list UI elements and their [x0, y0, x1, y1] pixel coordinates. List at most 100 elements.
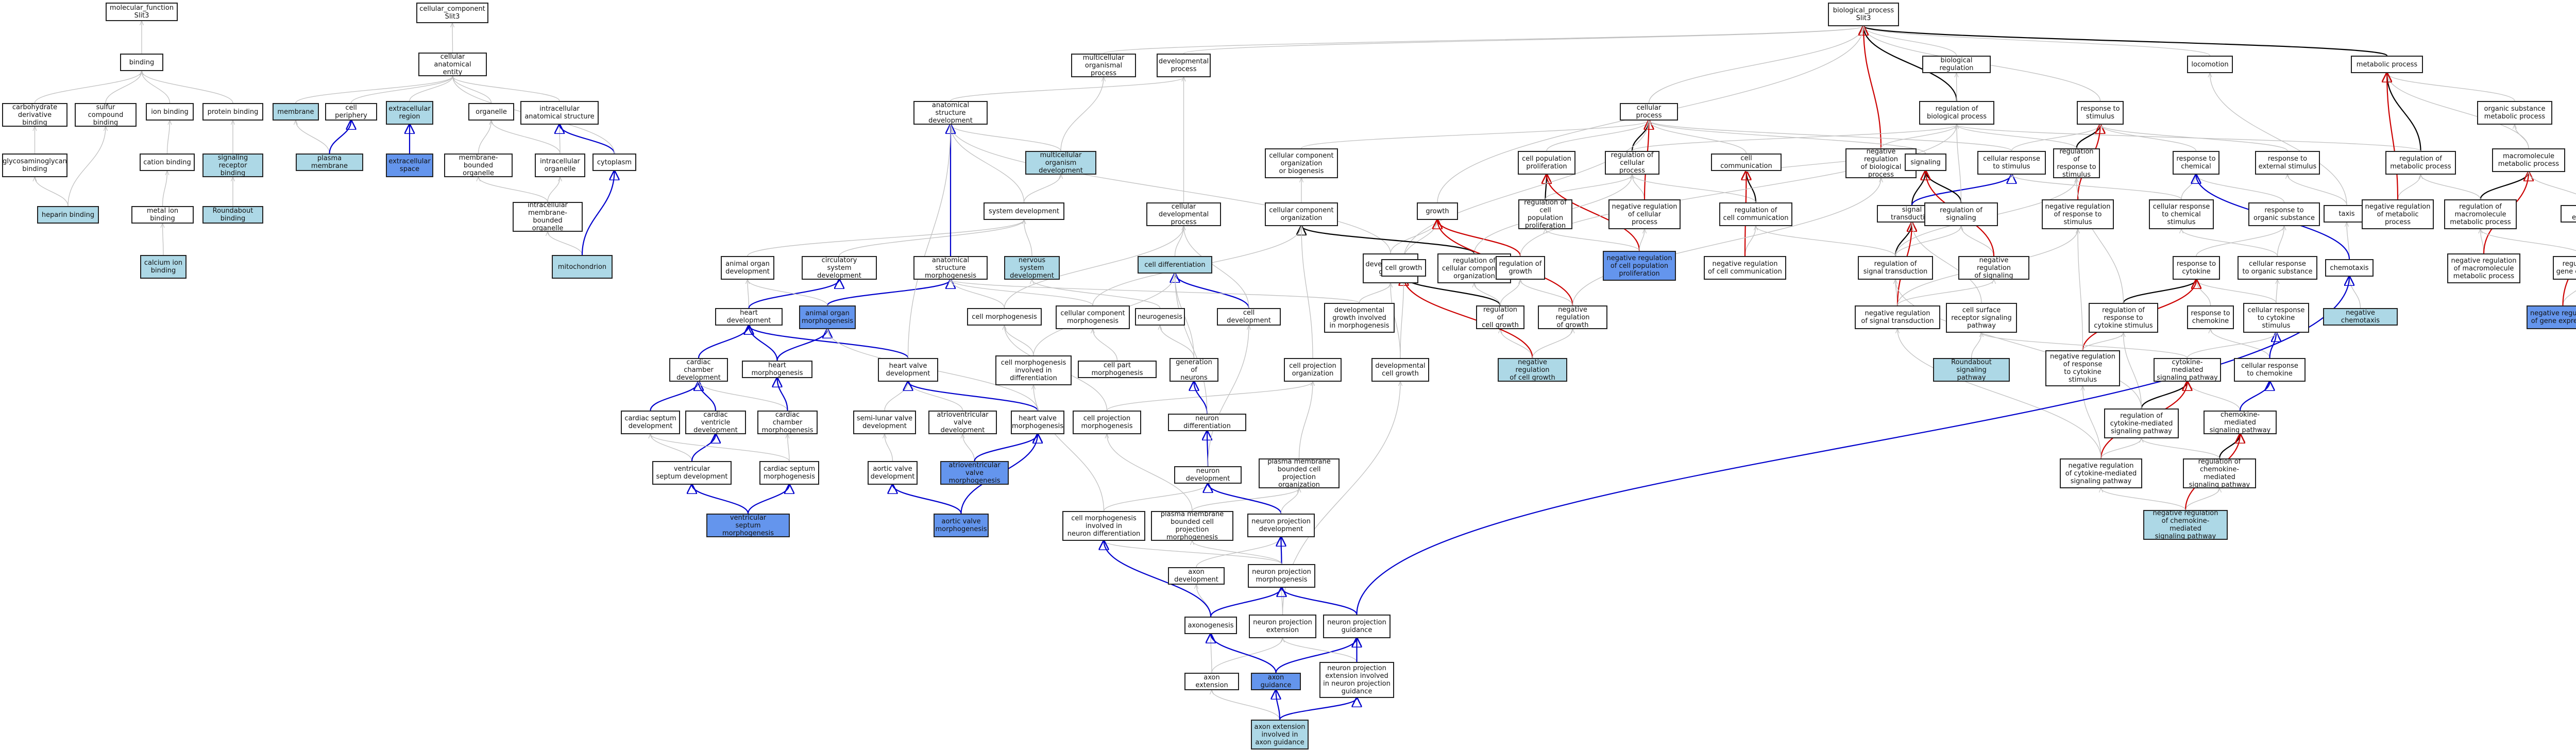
- node-metalion[interactable]: metal ion binding: [131, 206, 194, 224]
- node-heartmorph[interactable]: heart morphogenesis: [742, 361, 812, 378]
- node-extreg[interactable]: extracellular region: [386, 101, 433, 125]
- node-negregchemsp[interactable]: negative regulation of chemokine-mediate…: [2143, 509, 2228, 540]
- node-celldiff[interactable]: cell differentiation: [1138, 256, 1212, 274]
- node-protb[interactable]: protein binding: [202, 103, 263, 121]
- node-regbp[interactable]: regulation of biological process: [1919, 101, 1994, 125]
- node-ventsepdev[interactable]: ventricular septum development: [652, 461, 732, 485]
- node-cmid[interactable]: cell morphogenesis involved in different…: [995, 355, 1072, 385]
- node-intracell[interactable]: intracellular anatomical structure: [520, 101, 599, 125]
- node-npg[interactable]: neuron projection guidance: [1323, 615, 1391, 638]
- node-axonogenesis[interactable]: axonogenesis: [1184, 617, 1237, 634]
- node-hvd[interactable]: heart valve development: [878, 358, 938, 382]
- node-breg[interactable]: biological regulation: [1922, 56, 1991, 73]
- node-genneur[interactable]: generation of neurons: [1170, 358, 1218, 382]
- node-negregmp[interactable]: negative regulation of metabolic process: [2362, 199, 2434, 229]
- node-aeiag[interactable]: axon extension involved in axon guidance: [1251, 720, 1309, 749]
- node-npm[interactable]: neuron projection morphogenesis: [1248, 564, 1315, 588]
- node-regchemsp[interactable]: regulation of chemokine-mediated signali…: [2183, 458, 2256, 489]
- node-ccm[interactable]: cardiac chamber morphogenesis: [757, 411, 818, 434]
- node-animorgmorph[interactable]: animal organ morphogenesis: [799, 305, 856, 329]
- node-devp[interactable]: developmental process: [1157, 54, 1211, 77]
- node-negregmacro[interactable]: negative regulation of macromolecule met…: [2447, 253, 2520, 283]
- node-avm[interactable]: aortic valve morphogenesis: [934, 514, 989, 537]
- node-reggrowth[interactable]: regulation of growth: [1496, 256, 1545, 280]
- node-ccd[interactable]: cardiac chamber development: [669, 358, 728, 382]
- node-regsig[interactable]: regulation of signaling: [1924, 202, 1998, 226]
- node-npeing[interactable]: neuron projection extension involved in …: [1319, 662, 1394, 698]
- node-devcellgrowth[interactable]: developmental cell growth: [1371, 358, 1429, 382]
- node-avvm[interactable]: atrioventricular valve morphogenesis: [940, 461, 1009, 485]
- node-negregcg[interactable]: negative regulation of cell growth: [1498, 358, 1567, 382]
- node-mcod[interactable]: multicellular organism development: [1025, 151, 1096, 175]
- node-cco[interactable]: cellular component organization: [1265, 202, 1338, 226]
- node-cellmorph[interactable]: cell morphogenesis: [967, 308, 1042, 326]
- node-resptochemo[interactable]: response to chemokine: [2187, 305, 2234, 329]
- node-pmbcpo[interactable]: plasma membrane bounded cell projection …: [1259, 458, 1340, 489]
- node-negregcpp[interactable]: negative regulation of cell population p…: [1603, 251, 1676, 281]
- node-macromp[interactable]: macromolecule metabolic process: [2492, 148, 2565, 172]
- node-negregst[interactable]: negative regulation of signal transducti…: [1855, 305, 1940, 329]
- node-regcmsp[interactable]: regulation of cytokine-mediated signalin…: [2104, 408, 2179, 438]
- node-calcium[interactable]: calcium ion binding: [140, 255, 187, 279]
- node-binding[interactable]: binding: [120, 54, 163, 71]
- node-cellproc[interactable]: cellular process: [1620, 103, 1678, 121]
- node-crespchem[interactable]: cellular response to chemical stimulus: [2149, 199, 2214, 229]
- node-cmedsp[interactable]: chemokine-mediated signaling pathway: [2204, 411, 2277, 434]
- node-celldev[interactable]: cell development: [1217, 308, 1281, 326]
- node-organelle[interactable]: organelle: [468, 103, 514, 121]
- node-heparin[interactable]: heparin binding: [37, 206, 99, 224]
- node-avd[interactable]: aortic valve development: [868, 461, 918, 485]
- node-avvd[interactable]: atrioventricular valve development: [928, 411, 997, 434]
- node-cytoplasm[interactable]: cytoplasm: [592, 154, 636, 171]
- node-gag[interactable]: glycosaminoglycan binding: [2, 154, 67, 177]
- node-crespos[interactable]: cellular response to organic substance: [2238, 256, 2317, 280]
- node-sigrec[interactable]: signaling receptor binding: [202, 154, 263, 177]
- node-regmacro[interactable]: regulation of macromolecule metabolic pr…: [2444, 199, 2517, 229]
- node-cae[interactable]: cellular anatomical entity: [418, 53, 487, 76]
- node-heartdev[interactable]: heart development: [715, 308, 783, 326]
- node-ccmorph[interactable]: cellular component morphogenesis: [1056, 305, 1130, 329]
- node-cmsp[interactable]: cytokine-mediated signaling pathway: [2154, 358, 2221, 382]
- node-cdp[interactable]: cellular developmental process: [1146, 202, 1221, 226]
- node-regrespcyt[interactable]: regulation of response to cytokine stimu…: [2089, 303, 2158, 333]
- node-cresptochemo[interactable]: cellular response to chemokine: [2234, 358, 2306, 382]
- node-animorgdev[interactable]: animal organ development: [721, 256, 774, 280]
- node-chemotaxis[interactable]: chemotaxis: [2325, 259, 2374, 277]
- node-plasmam[interactable]: plasma membrane: [296, 154, 363, 171]
- node-resptocyt[interactable]: response to cytokine: [2173, 256, 2220, 280]
- node-carbo[interactable]: carbohydrate derivative binding: [2, 103, 67, 127]
- node-ccob[interactable]: cellular component organization or bioge…: [1265, 148, 1338, 178]
- node-respchem[interactable]: response to chemical: [2173, 151, 2219, 175]
- node-regcellgrowth[interactable]: regulation of cell growth: [1476, 305, 1524, 329]
- node-csm[interactable]: cardiac septum morphogenesis: [759, 461, 819, 485]
- node-signaling[interactable]: signaling: [1905, 154, 1946, 171]
- node-pmbcpm[interactable]: plasma membrane bounded cell projection …: [1151, 510, 1233, 541]
- node-dgim[interactable]: developmental growth involved in morphog…: [1324, 303, 1395, 333]
- node-cationb[interactable]: cation binding: [140, 154, 195, 171]
- node-negregrespcyt[interactable]: negative regulation of response to cytok…: [2045, 350, 2120, 386]
- node-cellcomm[interactable]: cell communication: [1711, 154, 1782, 171]
- node-growth[interactable]: growth: [1417, 202, 1458, 220]
- node-slvd[interactable]: semi-lunar valve development: [853, 411, 916, 434]
- node-negchemo[interactable]: negative chemotaxis: [2323, 308, 2398, 326]
- node-cperiph[interactable]: cell periphery: [325, 103, 377, 121]
- node-circdev[interactable]: circulatory system development: [802, 256, 877, 280]
- node-cpm[interactable]: cell part morphogenesis: [1078, 361, 1157, 378]
- node-geneexp[interactable]: gene expression: [2561, 205, 2576, 223]
- node-intorg[interactable]: intracellular organelle: [535, 154, 585, 177]
- node-csd[interactable]: cardiac septum development: [621, 411, 680, 434]
- node-regcpp[interactable]: regulation of cell population proliferat…: [1518, 199, 1572, 230]
- node-locomotion[interactable]: locomotion: [2187, 56, 2233, 73]
- node-mito[interactable]: mitochondrion: [552, 255, 613, 279]
- node-reggeneexp[interactable]: regulation of gene expression: [2553, 256, 2576, 280]
- node-hvm[interactable]: heart valve morphogenesis: [1011, 411, 1064, 434]
- node-negregsig[interactable]: negative regulation of signaling: [1958, 256, 2029, 280]
- node-axonext[interactable]: axon extension: [1184, 673, 1239, 690]
- node-npe[interactable]: neuron projection extension: [1249, 615, 1316, 638]
- node-negreggeneexp[interactable]: negative regulation of gene expression: [2527, 305, 2576, 329]
- node-respext[interactable]: response to external stimulus: [2255, 151, 2320, 175]
- node-asd[interactable]: anatomical structure development: [913, 101, 988, 125]
- node-sysdev[interactable]: system development: [984, 202, 1064, 220]
- node-axonguid[interactable]: axon guidance: [1251, 673, 1301, 690]
- node-negreggrowth[interactable]: negative regulation of growth: [1538, 305, 1607, 329]
